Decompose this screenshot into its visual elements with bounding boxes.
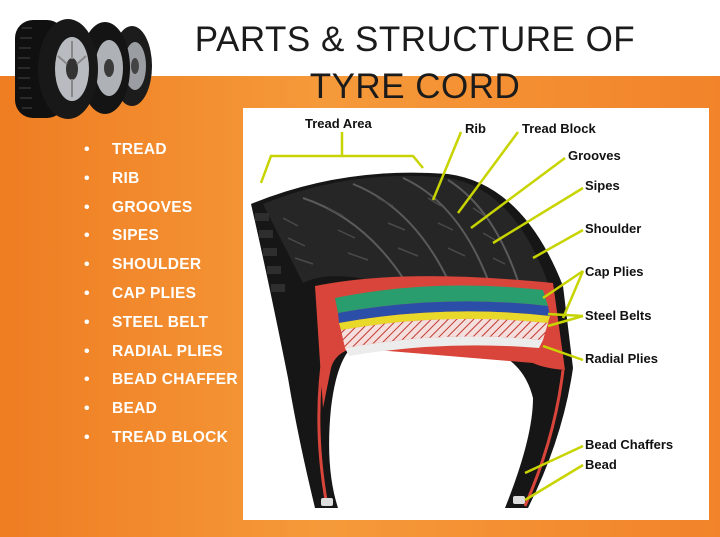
- list-item: •BEAD: [84, 400, 158, 418]
- label-tread-block: Tread Block: [522, 121, 596, 136]
- label-cap-plies: Cap Plies: [585, 264, 644, 279]
- title-line-2: TYRE CORD: [309, 67, 521, 106]
- sidewall-edge-left: [317, 357, 329, 507]
- label-bead: Bead: [585, 457, 617, 472]
- cap-ply-green: [335, 285, 548, 313]
- list-item: •TREAD: [84, 141, 167, 158]
- bead-right: [513, 496, 525, 504]
- label-bead-chaffers: Bead Chaffers: [585, 437, 674, 452]
- list-item: •BEAD CHAFFER: [84, 371, 238, 389]
- steel-belt-yellow: [339, 311, 550, 330]
- tread-surface: [263, 175, 548, 286]
- list-item: •RIB: [84, 169, 140, 187]
- list-item: •RADIAL PLIES: [84, 342, 223, 360]
- label-tread-area: Tread Area: [305, 116, 372, 131]
- list-item: •SIPES: [84, 227, 160, 245]
- shoulder-blocks: [255, 213, 285, 292]
- inner-liner: [345, 336, 543, 356]
- list-item: •STEEL BELT: [84, 313, 209, 331]
- list-item: •SHOULDER: [84, 256, 202, 274]
- list-item: •GROOVES: [84, 198, 193, 216]
- parts-list: •TREAD •RIB •GROOVES •SIPES •SHOULDER •C…: [84, 136, 238, 453]
- tread-grooves: [302, 177, 519, 282]
- leader-lines: [431, 131, 585, 502]
- tyre-diagram-panel: Tread Area Rib Tread Block Grooves Sipes…: [243, 108, 709, 520]
- tire-front: [15, 19, 98, 119]
- sidewall-edge-right: [523, 369, 565, 507]
- steel-belt-blue: [338, 301, 550, 323]
- label-sipes: Sipes: [585, 178, 620, 193]
- tyre-cross-section: [251, 131, 585, 508]
- label-grooves: Grooves: [568, 148, 621, 163]
- label-rib: Rib: [465, 121, 486, 136]
- list-item: •CAP PLIES: [84, 284, 197, 302]
- label-radial-plies: Radial Plies: [585, 351, 658, 366]
- bead-left: [321, 498, 333, 506]
- title-line-1: PARTS & STRUCTURE OF: [194, 20, 636, 59]
- radial-ply-hatched: [341, 318, 548, 348]
- tread-sipes: [282, 197, 506, 265]
- label-steel-belts: Steel Belts: [585, 308, 652, 323]
- label-shoulder: Shoulder: [585, 221, 642, 236]
- tires-image: [15, 19, 152, 119]
- list-item: •TREAD BLOCK: [84, 428, 229, 446]
- page-title: PARTS & STRUCTURE OF TYRE CORD: [150, 16, 680, 110]
